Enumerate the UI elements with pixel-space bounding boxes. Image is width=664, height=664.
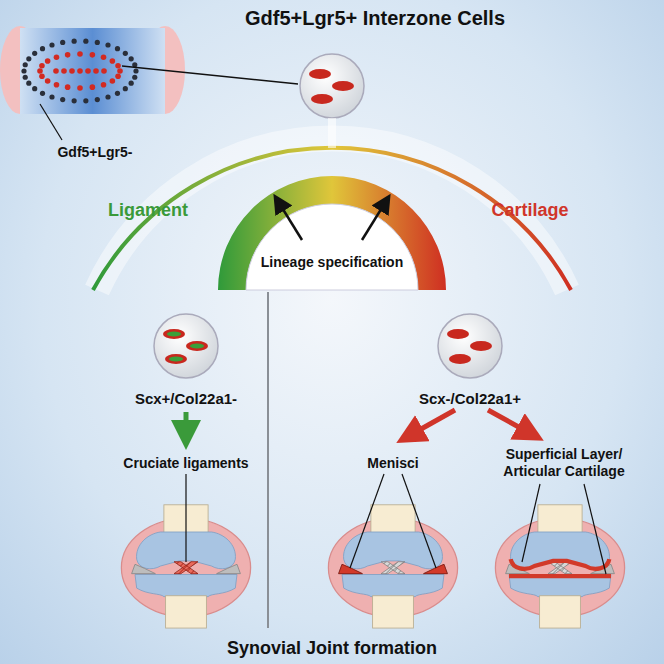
gauge-text: Lineage specification: [255, 254, 409, 271]
cell-label: Gdf5+Lgr5-: [40, 144, 150, 161]
cell-type-label: Scx-/Col22a1+: [380, 390, 560, 408]
lineage-label: Ligament: [88, 200, 208, 222]
lineage-label: Cartilage: [470, 200, 590, 222]
cell-circle: Scx+/Col22a1-: [154, 314, 218, 378]
cell-type-label: Scx+/Col22a1-: [96, 390, 276, 408]
structure-label: Menisci: [343, 455, 443, 472]
footer-label: Synovial Joint formation: [182, 638, 482, 660]
structure-label: Cruciate ligaments: [111, 455, 261, 472]
cell-circle: Scx-/Col22a1+: [438, 314, 502, 378]
gauge-center: Lineage specification: [255, 246, 409, 282]
title: Gdf5+Lgr5+ Interzone Cells: [225, 6, 525, 30]
structure-label: Superficial Layer/ Articular Cartilage: [489, 446, 639, 480]
